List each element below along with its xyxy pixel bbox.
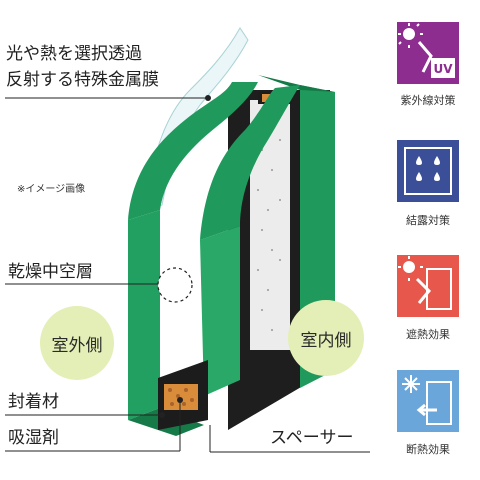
sealant-label: 封着材: [8, 392, 59, 412]
outdoor-side-badge: 室外側: [40, 306, 114, 380]
desiccant-dot: [177, 397, 183, 403]
middle-pane-wave: [200, 85, 300, 240]
dry-air-layer-label: 乾燥中空層: [8, 262, 93, 282]
uv-icon: UV: [397, 22, 459, 84]
feature-label-insulation: 断熱効果: [406, 443, 450, 456]
spacer-label: スペーサー: [270, 428, 354, 448]
desiccant-label: 吸湿剤: [8, 428, 59, 448]
bottom-desiccant: [164, 384, 198, 410]
coating-label-line1: 光や熱を選択透過: [6, 44, 142, 64]
feature-label-condensation: 結露対策: [406, 214, 450, 227]
desiccant-granules: [168, 388, 194, 406]
outer-pane-wave: [128, 82, 258, 220]
heat-shield-icon: [397, 255, 459, 317]
coating-label-line2: 反射する特殊金属膜: [6, 70, 159, 90]
sealant-dot: [159, 412, 165, 418]
feature-label-uv: 紫外線対策: [400, 94, 456, 107]
feature-label-heat-shield: 遮熱効果: [406, 328, 450, 341]
condensation-icon: [397, 140, 459, 202]
middle-pane: [200, 226, 240, 396]
insulation-icon: [397, 370, 459, 432]
indoor-side-badge: 室内側: [288, 300, 364, 376]
coating-dot: [205, 95, 211, 101]
dry-air-marker: [157, 267, 193, 303]
outer-pane-face: [128, 210, 160, 420]
svg-text:UV: UV: [433, 62, 453, 76]
image-note: ※イメージ画像: [17, 184, 86, 195]
